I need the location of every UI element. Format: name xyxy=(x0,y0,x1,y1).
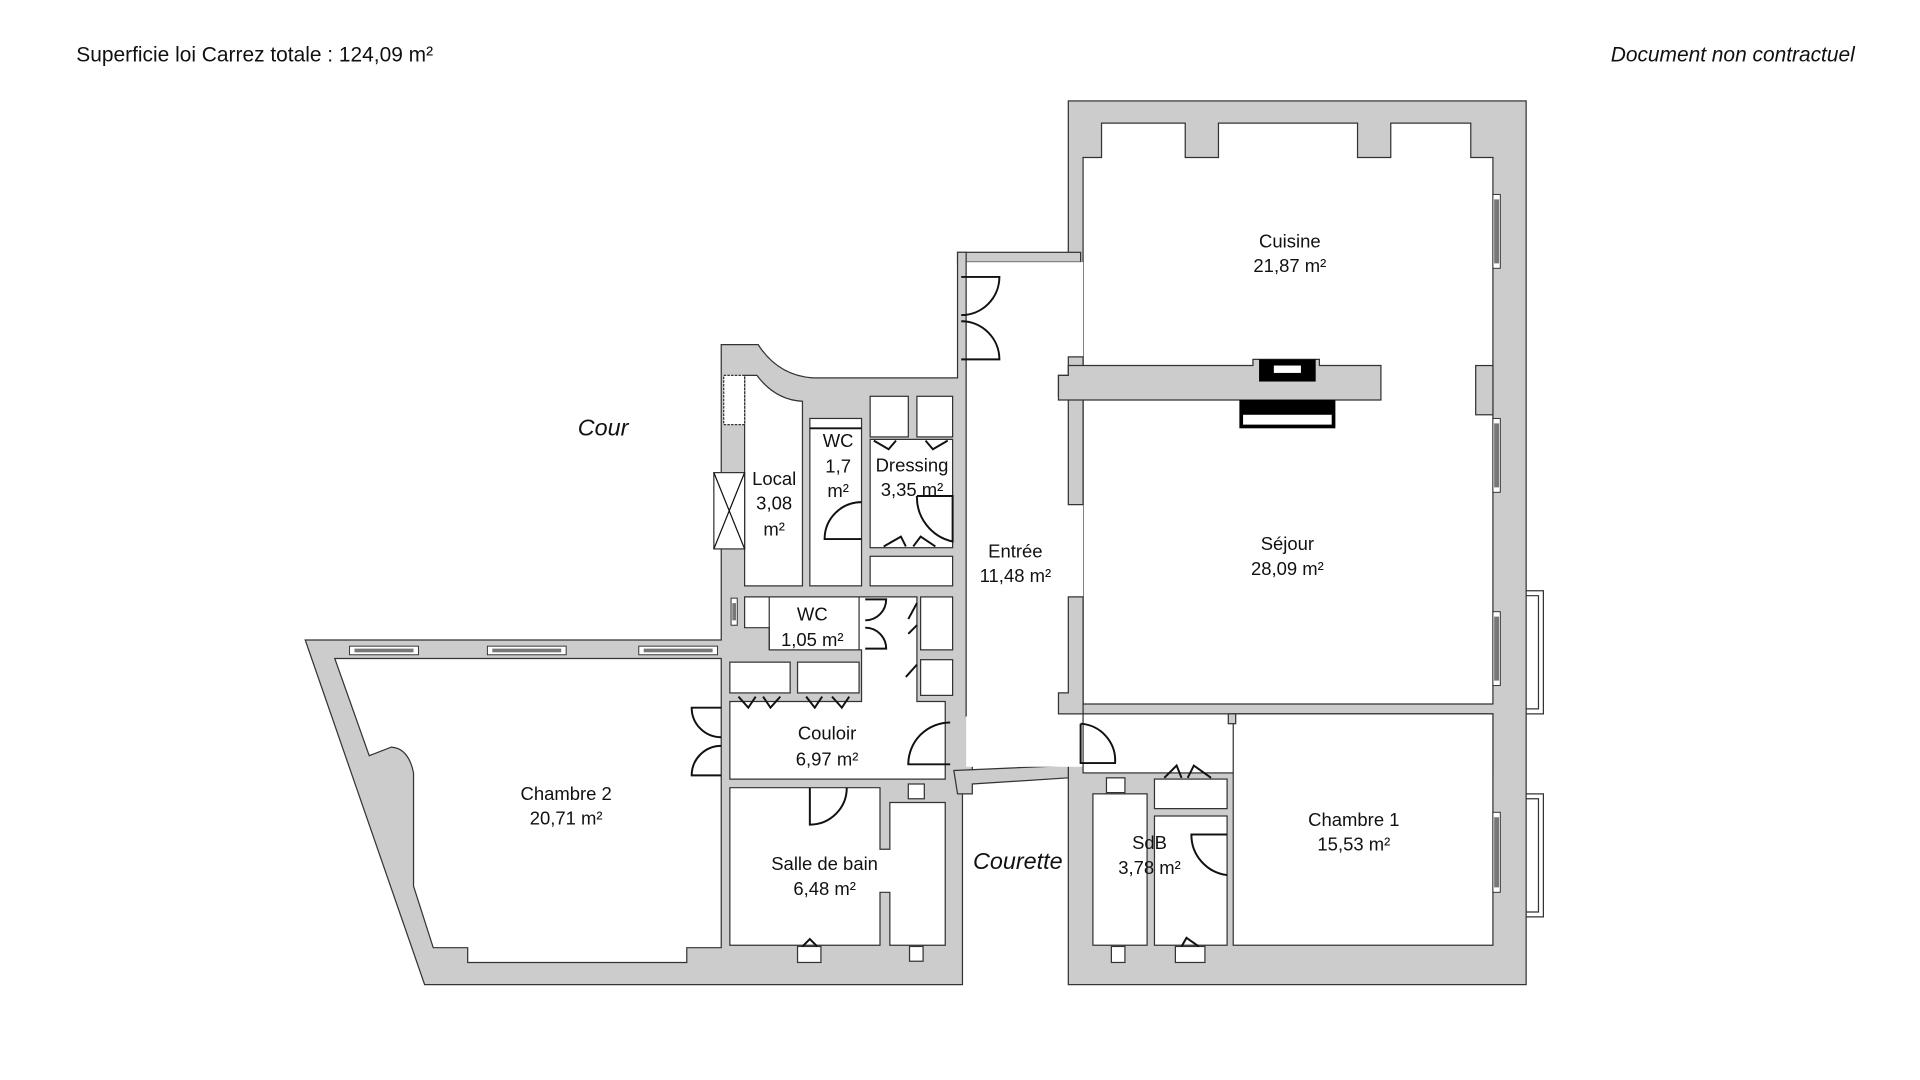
wc1-area: 1,7 xyxy=(825,456,851,477)
local-name: Local xyxy=(752,468,796,489)
windows xyxy=(349,193,1544,918)
wc1-name: WC xyxy=(823,430,854,451)
chambre1-area: 15,53 m² xyxy=(1317,833,1390,854)
sdb-area: 3,78 m² xyxy=(1118,857,1181,878)
disclaimer-label: Document non contractuel xyxy=(1611,44,1856,67)
chambre2-name: Chambre 2 xyxy=(521,783,612,804)
courette-wall xyxy=(953,764,1069,795)
entree-name: Entrée xyxy=(988,541,1042,562)
dressing-name: Dressing xyxy=(876,454,949,475)
local-area: 3,08 xyxy=(756,493,792,514)
dressing-area: 3,35 m² xyxy=(881,479,944,500)
wc2-name: WC xyxy=(797,603,828,624)
chambre1-name: Chambre 1 xyxy=(1308,809,1399,830)
courette-label: Courette xyxy=(973,848,1063,874)
rooms xyxy=(333,122,1494,964)
cuisine-area: 21,87 m² xyxy=(1253,255,1326,276)
chambre2-area: 20,71 m² xyxy=(530,808,603,829)
sdb-name: SdB xyxy=(1132,832,1167,853)
couloir-area: 6,97 m² xyxy=(796,749,859,770)
room-labels: Cuisine 21,87 m² Séjour 28,09 m² Entrée … xyxy=(521,230,1400,898)
local-unit: m² xyxy=(763,518,785,539)
entree-area: 11,48 m² xyxy=(980,565,1051,586)
wc2-area: 1,05 m² xyxy=(781,629,844,650)
total-area-label: Superficie loi Carrez totale : 124,09 m² xyxy=(76,44,433,67)
sejour-name: Séjour xyxy=(1261,533,1314,554)
salle-de-bain-area: 6,48 m² xyxy=(793,878,856,899)
salle-de-bain-name: Salle de bain xyxy=(771,853,878,874)
cour-label: Cour xyxy=(578,415,630,441)
doors xyxy=(690,275,1228,948)
wc1-unit: m² xyxy=(827,480,849,501)
couloir-name: Couloir xyxy=(798,723,856,744)
cuisine-name: Cuisine xyxy=(1259,230,1321,251)
sejour-area: 28,09 m² xyxy=(1251,558,1324,579)
